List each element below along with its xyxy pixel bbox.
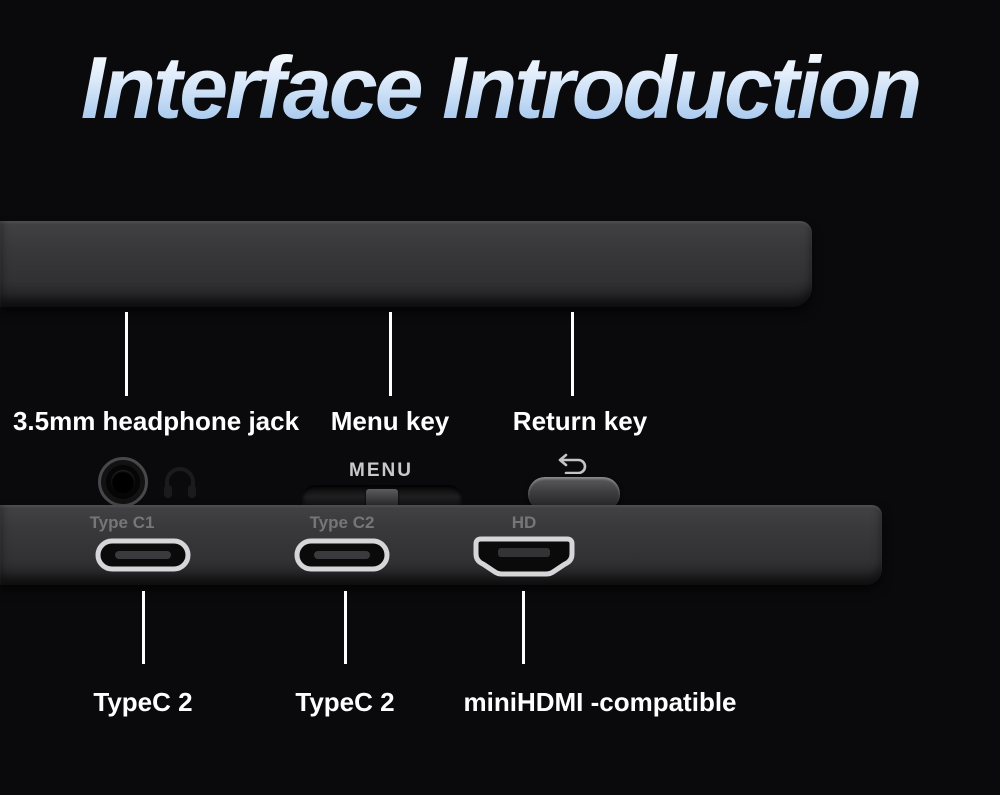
usb-c-port-2 xyxy=(294,538,390,572)
callout-typec-1: TypeC 2 xyxy=(93,687,193,717)
return-arrow-icon xyxy=(558,453,587,474)
menu-rocker-knob[interactable] xyxy=(366,489,398,507)
headphone-jack-hole xyxy=(98,457,148,507)
pointer-line-minihdmi xyxy=(522,591,525,664)
pointer-line-headphone xyxy=(125,312,128,396)
callout-typec-2: TypeC 2 xyxy=(295,687,395,717)
engraving-type-c1: Type C1 xyxy=(89,513,155,532)
mini-hdmi-port xyxy=(473,536,575,577)
page-title: Interface Introduction xyxy=(0,39,1000,137)
callout-menu-key: Menu key xyxy=(330,406,450,436)
engraving-type-c2: Type C2 xyxy=(309,513,375,532)
engraving-hd: HD xyxy=(511,513,537,532)
headphone-icon xyxy=(164,467,196,498)
monitor-top-edge-panel: MENU xyxy=(0,221,812,511)
pointer-line-typec1 xyxy=(142,591,145,664)
monitor-side-edge-panel: Type C1 Type C2 HD xyxy=(0,505,882,585)
pointer-line-menu xyxy=(389,312,392,396)
menu-engraving: MENU xyxy=(349,460,413,481)
pointer-line-typec2 xyxy=(344,591,347,664)
callout-minihdmi: miniHDMI -compatible xyxy=(463,687,737,717)
pointer-line-return xyxy=(571,312,574,396)
usb-c-port-1 xyxy=(95,538,191,572)
callout-return-key: Return key xyxy=(512,406,648,436)
callout-headphone-jack: 3.5mm headphone jack xyxy=(12,406,300,436)
